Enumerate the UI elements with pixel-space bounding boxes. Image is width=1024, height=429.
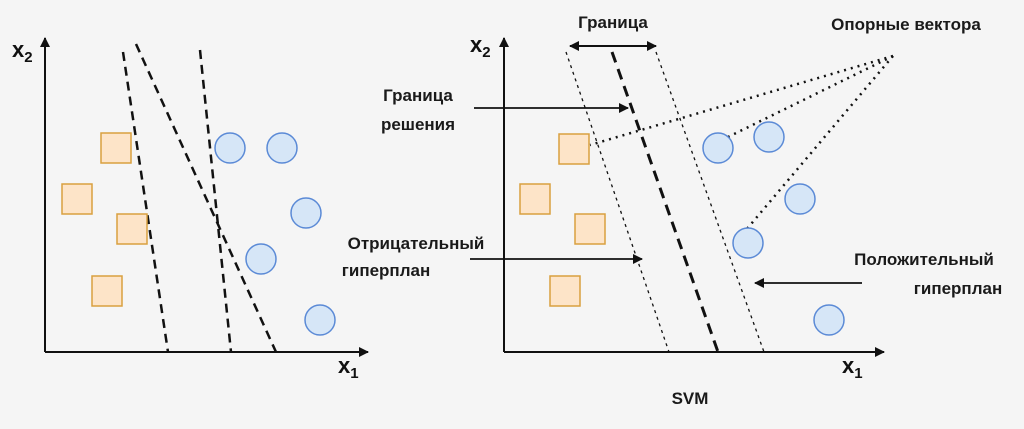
- left-plot: x2 x1: [12, 37, 369, 382]
- decision-boundary-label-line2: решения: [381, 115, 455, 134]
- right-circle-point: [784, 183, 816, 215]
- right-square-point: [558, 133, 590, 165]
- left-boundary-line-1: [121, 51, 170, 353]
- left-boundary-line-3: [198, 49, 233, 353]
- left-boundary-line-2: [134, 43, 278, 353]
- left-x-axis-subscript: 1: [350, 365, 358, 382]
- support-vectors-label: Опорные вектора: [831, 15, 981, 34]
- right-plot: x2 x1 Граница Опорные вектора Граница ре…: [342, 13, 1002, 408]
- right-y-axis-label: x2: [470, 32, 491, 61]
- positive-hyperplane-line: [655, 51, 765, 353]
- margin-label: Граница: [578, 13, 648, 32]
- left-circle-point: [304, 304, 336, 336]
- svm-caption: SVM: [672, 389, 709, 408]
- left-square-point: [91, 275, 123, 307]
- decision-boundary-label-line1: Граница: [383, 86, 453, 105]
- right-circle-point: [732, 227, 764, 259]
- right-circle-point: [813, 304, 845, 336]
- left-circle-point: [266, 132, 298, 164]
- right-circle-point: [753, 121, 785, 153]
- left-circle-point: [214, 132, 246, 164]
- right-square-point: [574, 213, 606, 245]
- positive-hyperplane-label-line1: Положительный: [854, 250, 994, 269]
- right-x-axis-label: x1: [842, 353, 863, 382]
- left-square-point: [116, 213, 148, 245]
- negative-hyperplane-label-line2: гиперплан: [342, 261, 430, 280]
- support-vector-link: [745, 55, 894, 231]
- right-y-axis-subscript: 2: [482, 44, 490, 61]
- right-square-point: [519, 183, 551, 215]
- right-x-axis-subscript: 1: [854, 365, 862, 382]
- negative-hyperplane-line: [565, 51, 670, 353]
- left-circle-point: [290, 197, 322, 229]
- left-circle-point: [245, 243, 277, 275]
- support-vector-link: [727, 54, 894, 139]
- decision-boundary-line: [610, 51, 720, 353]
- left-y-axis-label: x2: [12, 37, 33, 66]
- left-square-point: [100, 132, 132, 164]
- right-square-point: [549, 275, 581, 307]
- negative-hyperplane-label-line1: Отрицательный: [348, 234, 485, 253]
- left-square-point: [61, 183, 93, 215]
- left-x-axis-label: x1: [338, 353, 359, 382]
- left-y-axis-subscript: 2: [24, 49, 32, 66]
- positive-hyperplane-label-line2: гиперплан: [914, 279, 1002, 298]
- right-circle-point: [702, 132, 734, 164]
